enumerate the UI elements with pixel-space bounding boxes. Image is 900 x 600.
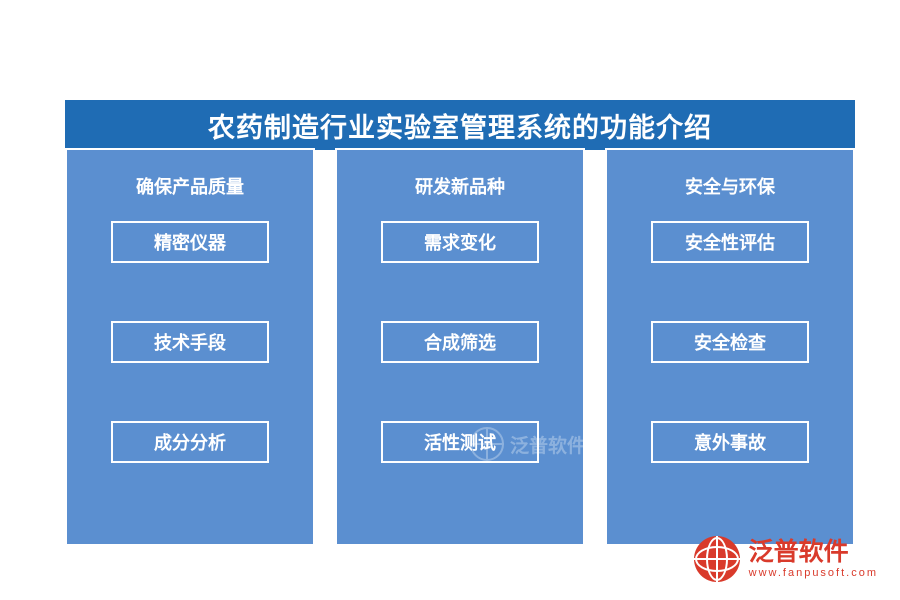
column-quality: 确保产品质量 精密仪器 技术手段 成分分析 bbox=[65, 148, 315, 546]
page-title: 农药制造行业实验室管理系统的功能介绍 bbox=[208, 112, 712, 144]
logo-url: www.fanpusoft.com bbox=[748, 567, 878, 580]
column-research: 研发新品种 需求变化 合成筛选 活性测试 bbox=[335, 148, 585, 546]
item-box[interactable]: 需求变化 bbox=[381, 221, 539, 263]
brand-logo: 泛普软件 www.fanpusoft.com bbox=[693, 536, 878, 582]
title-banner: 农药制造行业实验室管理系统的功能介绍 bbox=[65, 100, 855, 150]
column-safety: 安全与环保 安全性评估 安全检查 意外事故 bbox=[605, 148, 855, 546]
logo-wordmark: 泛普软件 www.fanpusoft.com bbox=[748, 536, 878, 580]
item-box[interactable]: 精密仪器 bbox=[111, 221, 269, 263]
item-box[interactable]: 合成筛选 bbox=[381, 321, 539, 363]
item-box[interactable]: 活性测试 bbox=[381, 421, 539, 463]
column-heading: 安全与环保 bbox=[685, 177, 775, 198]
item-box[interactable]: 安全检查 bbox=[651, 321, 809, 363]
globe-icon bbox=[693, 536, 740, 582]
columns-container: 确保产品质量 精密仪器 技术手段 成分分析 研发新品种 需求变化 合成筛选 活性… bbox=[65, 148, 855, 546]
logo-name-cn: 泛普软件 bbox=[748, 536, 849, 566]
item-box[interactable]: 成分分析 bbox=[111, 421, 269, 463]
item-box[interactable]: 意外事故 bbox=[651, 421, 809, 463]
column-heading: 确保产品质量 bbox=[136, 177, 244, 198]
item-box[interactable]: 安全性评估 bbox=[651, 221, 809, 263]
item-box[interactable]: 技术手段 bbox=[111, 321, 269, 363]
column-heading: 研发新品种 bbox=[415, 177, 505, 198]
